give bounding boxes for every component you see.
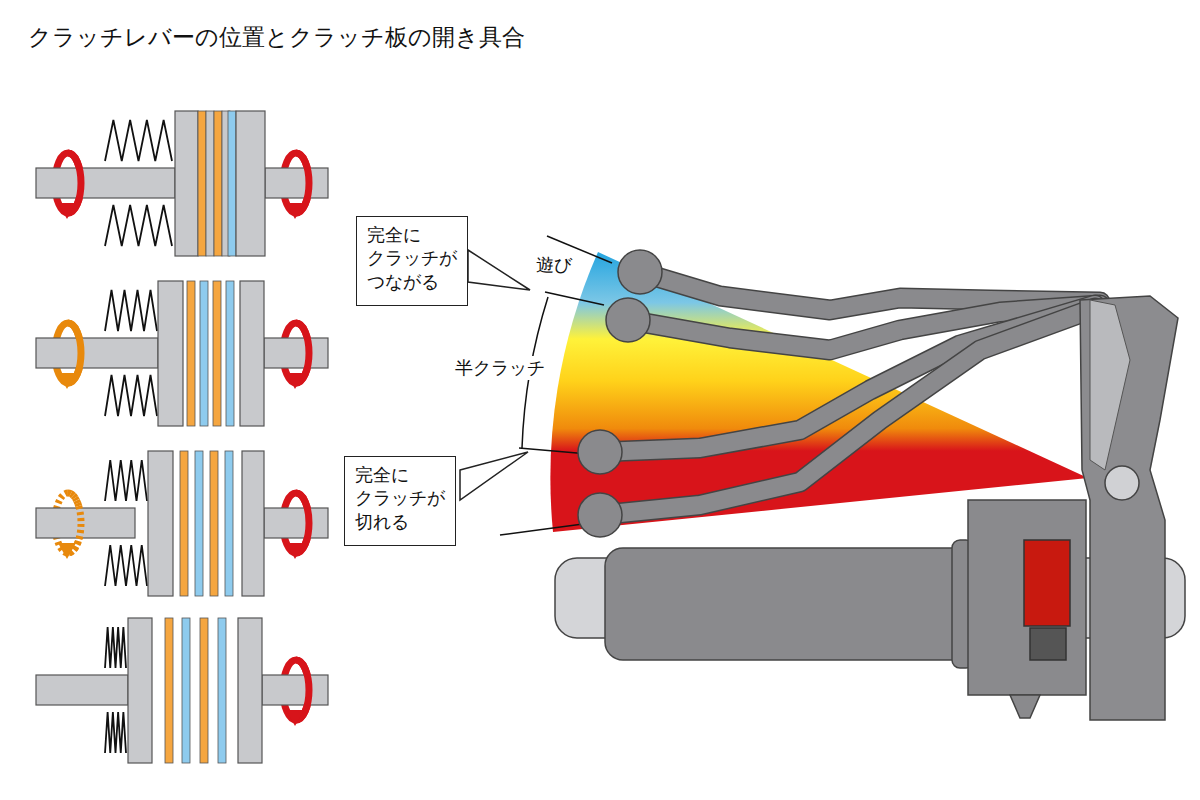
clutch-housing-plate [242,451,264,596]
clutch-disc [198,111,206,256]
output-shaft [262,675,328,705]
callout-text: 完全に クラッチが 切れる [355,463,445,533]
clutch-levers [578,250,1100,537]
arrow-head [286,710,304,726]
output-shaft [264,338,328,368]
spring [105,712,126,753]
clutch-plates [36,111,328,763]
spring [105,627,126,668]
clutch-disc [180,451,188,596]
arrow-head [286,543,304,559]
lever-outline [600,308,1095,515]
clutch-disc [226,281,234,426]
switch-housing [968,500,1086,695]
clutch-disc [210,451,218,596]
callout-text: 完全に クラッチが つながる [367,223,457,293]
lever-ball-end [618,250,662,294]
spring [105,545,147,586]
arrow-head [286,203,304,219]
lever-body [600,308,1095,515]
clutch-disc [200,618,208,763]
pressure-plate [175,111,198,256]
callout-tail [460,452,528,500]
clutch-disc [228,111,236,256]
clutch-disc [206,111,214,256]
clutch-disc [200,281,208,426]
input-shaft [36,508,135,538]
spring [105,120,172,161]
pressure-plate [128,618,152,763]
arrow-head [58,543,76,559]
clutch-disc [218,618,226,763]
lever-ball-end [578,430,622,474]
range-label: 遊び [533,253,575,277]
input-shaft [36,168,175,198]
clutch-housing-plate [236,111,265,256]
clutch-housing-plate [240,281,264,426]
lever-ball-end [578,493,622,537]
switch-tab [1010,695,1040,718]
output-shaft [264,508,328,538]
range-label: 半クラッチ [452,356,548,380]
spring [105,205,172,246]
spring [105,460,147,501]
pressure-plate [148,451,173,596]
pivot [1105,466,1139,500]
pressure-plate [158,281,183,426]
clutch-disc [195,451,203,596]
perch-face [1090,300,1130,470]
callout-box: 完全に クラッチが つながる [356,216,468,306]
arrow-head [58,373,76,389]
spring [105,290,157,331]
arrow-head [286,373,304,389]
clutch-disc [225,451,233,596]
clutch-disc [187,281,195,426]
start-button [1030,628,1066,660]
lever-ball-end [606,298,650,342]
input-shaft [36,338,158,368]
kill-switch [1024,540,1070,626]
arrow-head [58,203,76,219]
callout-tail [468,250,530,290]
clutch-disc [214,111,222,256]
clutch-disc [213,281,221,426]
spring [105,375,157,416]
output-shaft [265,168,328,198]
input-shaft [36,675,128,705]
clutch-disc [165,618,173,763]
grip [605,548,975,660]
clutch-housing-plate [238,618,262,763]
clutch-disc [182,618,190,763]
callout-box: 完全に クラッチが 切れる [344,456,456,546]
lever-perch [1080,296,1178,720]
diagram-title: クラッチレバーの位置とクラッチ板の開き具合 [28,22,525,53]
